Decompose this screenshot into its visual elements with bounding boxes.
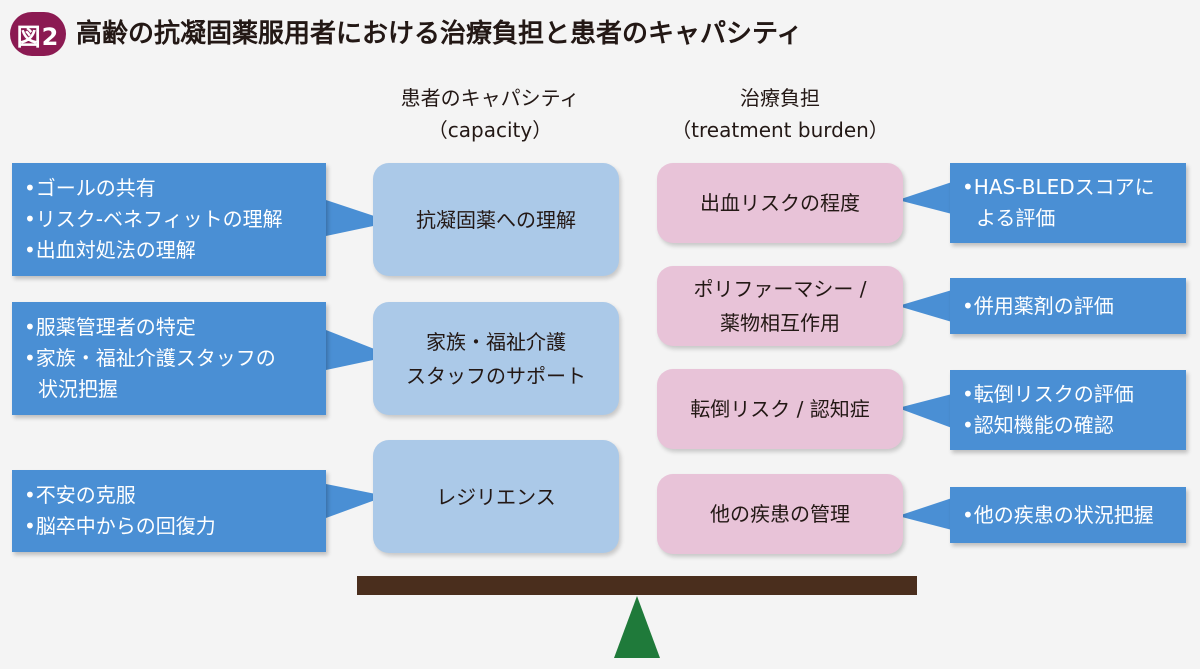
pointer-bur-3 (898, 394, 952, 428)
capacity-box-understanding: 抗凝固薬への理解 (373, 163, 619, 276)
capacity-note-resilience: •不安の克服 •脳卒中からの回復力 (12, 470, 326, 552)
capacity-column-header: 患者のキャパシティ （capacity） (360, 82, 620, 146)
pointer-cap-1 (326, 200, 392, 236)
note-item: •出血対処法の理解 (24, 238, 196, 262)
capacity-box-text: 抗凝固薬への理解 (416, 207, 576, 232)
pointer-cap-3 (326, 484, 386, 518)
pointer-bur-1 (898, 182, 952, 214)
burden-header-label: 治療負担 (740, 86, 820, 110)
burden-box-text: 他の疾患の管理 (710, 502, 850, 526)
burden-note-other-disease: •他の疾患の状況把握 (950, 487, 1186, 543)
note-item: •脳卒中からの回復力 (24, 514, 216, 538)
burden-box-bleeding: 出血リスクの程度 (657, 163, 903, 243)
fulcrum-triangle (614, 596, 660, 658)
note-item: •認知機能の確認 (962, 413, 1114, 437)
figure-badge: 図2 (10, 12, 66, 56)
burden-box-fall-dementia: 転倒リスク / 認知症 (657, 369, 903, 449)
note-item-continuation: 状況把握 (38, 377, 118, 401)
capacity-box-text: 家族・福祉介護 (426, 329, 566, 354)
burden-box-polypharmacy: ポリファーマシー / 薬物相互作用 (657, 266, 903, 346)
note-item: •服薬管理者の特定 (24, 315, 196, 339)
figure-title: 高齢の抗凝固薬服用者における治療負担と患者のキャパシティ (76, 19, 803, 49)
burden-box-text: 出血リスクの程度 (700, 191, 860, 215)
note-item: •不安の克服 (24, 483, 136, 507)
capacity-header-sublabel: （capacity） (427, 118, 553, 142)
pointer-bur-2 (898, 290, 952, 322)
balance-fulcrum (614, 596, 660, 658)
capacity-note-understanding: •ゴールの共有 •リスク-ベネフィットの理解 •出血対処法の理解 (12, 163, 326, 276)
burden-note-fall-dementia: •転倒リスクの評価 •認知機能の確認 (950, 370, 1186, 450)
pointer-cap-2 (326, 330, 392, 370)
note-item: •転倒リスクの評価 (962, 382, 1134, 406)
burden-note-bleeding: •HAS-BLEDスコアに よる評価 (950, 163, 1186, 243)
note-item: •併用薬剤の評価 (962, 293, 1114, 318)
burden-box-text: ポリファーマシー / (693, 277, 867, 301)
burden-box-text: 転倒リスク / 認知症 (690, 397, 870, 421)
capacity-box-support: 家族・福祉介護 スタッフのサポート (373, 302, 619, 415)
capacity-note-support: •服薬管理者の特定 •家族・福祉介護スタッフの 状況把握 (12, 302, 326, 415)
burden-box-other-disease: 他の疾患の管理 (657, 474, 903, 554)
note-item: •家族・福祉介護スタッフの (24, 346, 276, 370)
capacity-header-label: 患者のキャパシティ (400, 86, 580, 110)
burden-header-sublabel: （treatment burden） (671, 118, 889, 142)
note-item: •HAS-BLEDスコアに (962, 175, 1155, 199)
capacity-box-text: スタッフのサポート (406, 363, 586, 388)
pointer-bur-4 (898, 498, 952, 530)
capacity-box-text: レジリエンス (436, 484, 556, 509)
balance-beam (357, 576, 917, 595)
note-item: •リスク-ベネフィットの理解 (24, 207, 283, 231)
burden-column-header: 治療負担 （treatment burden） (650, 82, 910, 146)
note-item: •他の疾患の状況把握 (962, 502, 1154, 527)
burden-note-polypharmacy: •併用薬剤の評価 (950, 278, 1186, 334)
note-item: •ゴールの共有 (24, 176, 156, 200)
note-item-continuation: よる評価 (976, 206, 1056, 230)
capacity-box-resilience: レジリエンス (373, 440, 619, 553)
burden-box-text: 薬物相互作用 (720, 311, 840, 335)
